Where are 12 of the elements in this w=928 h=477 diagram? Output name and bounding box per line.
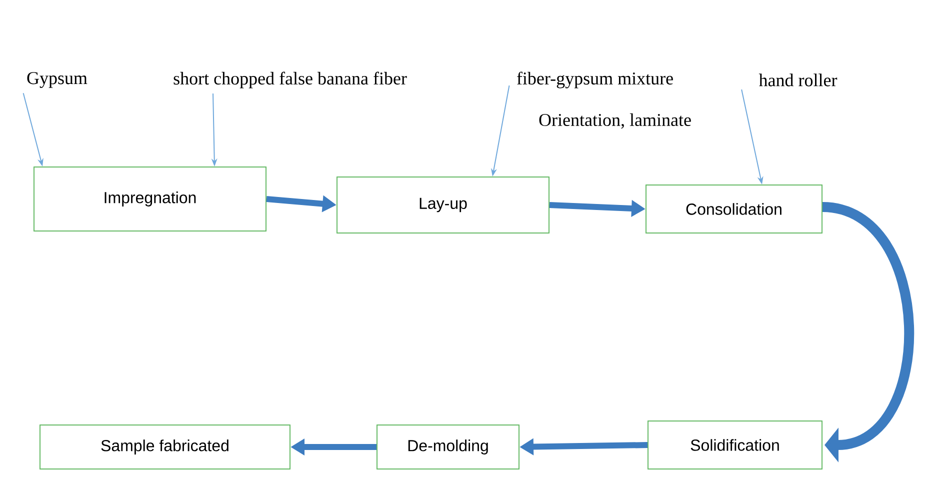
material-label: Gypsum	[27, 72, 88, 88]
curved-arrow	[822, 202, 914, 462]
process-box: Solidification	[648, 420, 822, 470]
material-label: hand roller	[758, 74, 838, 86]
process-box: De-molding	[376, 424, 520, 470]
process-box: Impregnation	[34, 166, 266, 232]
process-box: Consolidation	[646, 184, 822, 234]
material-label: fiber-gypsum mixture	[517, 72, 673, 88]
note-text: Orientation, laminate	[539, 113, 691, 129]
process-box: Sample fabricated	[40, 424, 290, 470]
process-box: Lay-up	[336, 176, 550, 234]
material-label: short chopped false banana fiber	[174, 72, 407, 88]
